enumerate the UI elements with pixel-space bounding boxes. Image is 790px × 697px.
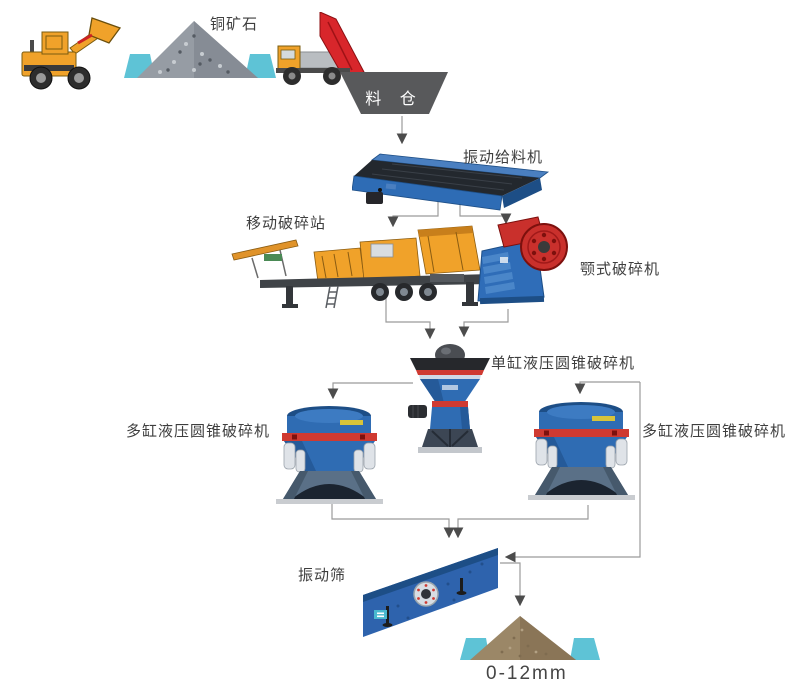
product-pile-icon — [458, 612, 603, 662]
screen-label: 振动筛 — [298, 567, 347, 584]
wheel-loader-icon — [8, 12, 126, 96]
ore-label: 铜矿石 — [210, 16, 259, 33]
hopper-shape — [336, 70, 452, 116]
jaw-crusher-icon — [474, 213, 576, 311]
feeder-label: 振动给料机 — [463, 149, 544, 166]
single-cone-crusher-icon — [404, 341, 496, 454]
vibrating-screen-icon — [358, 544, 503, 644]
dump-truck-icon — [270, 12, 378, 90]
multi-cone-crusher-left-icon — [276, 403, 383, 510]
jaw-crusher-label: 颚式破碎机 — [580, 261, 661, 278]
multi-cone-crusher-right-label: 多缸液压圆锥破碎机 — [642, 423, 787, 440]
product-size-label: 0-12mm — [486, 663, 568, 684]
hopper-label: 料 仓 — [365, 91, 423, 108]
single-cone-crusher-label: 单缸液压圆锥破碎机 — [491, 355, 636, 372]
vibrating-feeder-icon — [352, 150, 562, 212]
multi-cone-crusher-right-icon — [528, 399, 635, 506]
mobile-crusher-icon — [230, 224, 522, 312]
mobile-crusher-label: 移动破碎站 — [246, 215, 327, 232]
ore-pile-icon — [124, 18, 276, 80]
multi-cone-crusher-left-label: 多缸液压圆锥破碎机 — [126, 423, 271, 440]
